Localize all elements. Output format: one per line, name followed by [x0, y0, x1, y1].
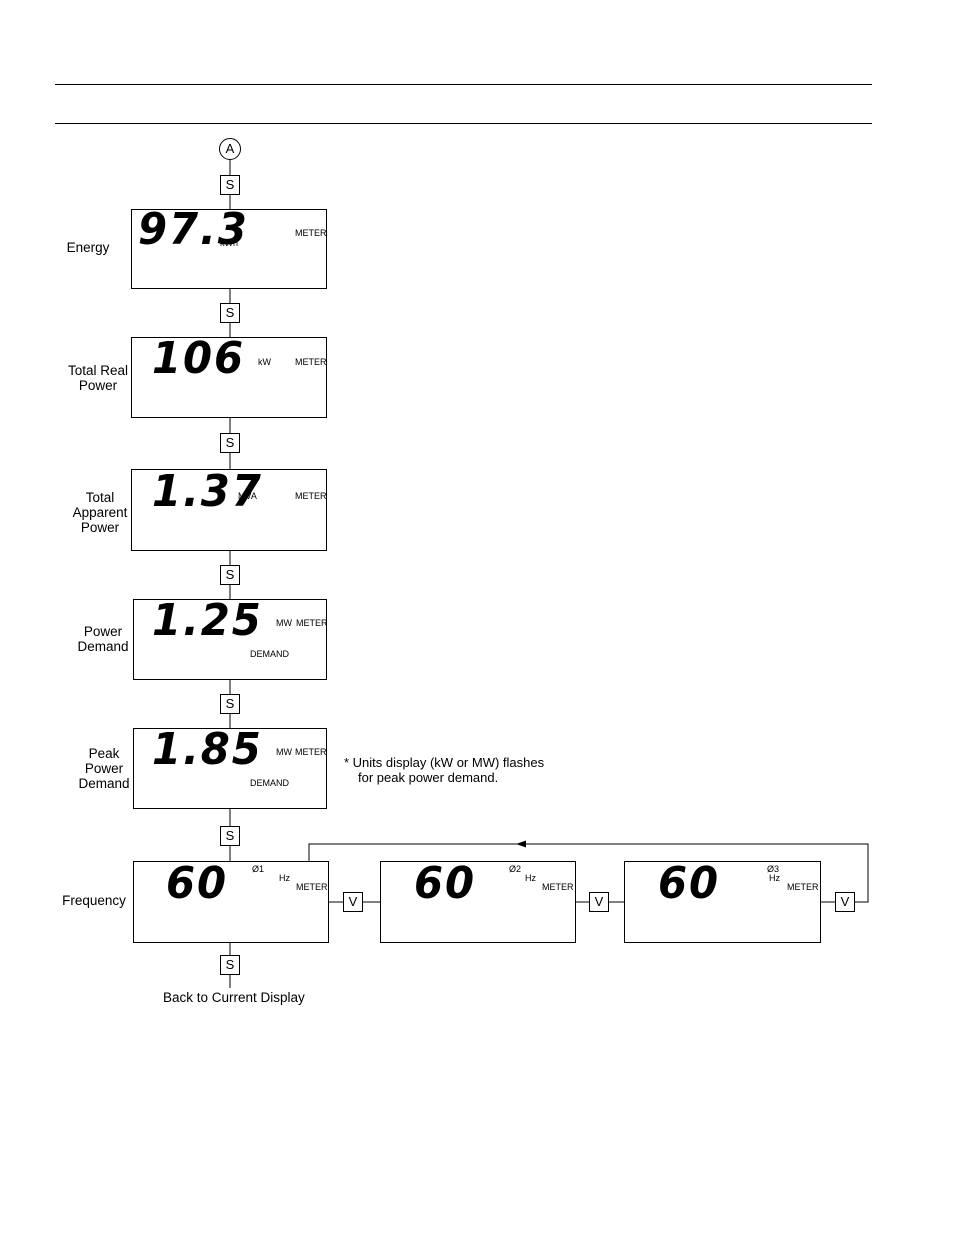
back-to-current-display: Back to Current Display: [163, 990, 305, 1005]
peak-demand-mode: METER: [295, 747, 327, 757]
lcd-total-apparent-power: 1.37 MVA METER: [131, 469, 327, 551]
lcd-frequency-phase-3: 60 Ø3 Hz METER: [624, 861, 821, 943]
label-frequency: Frequency: [62, 893, 126, 908]
s-key: S: [220, 826, 240, 846]
power-demand-mode: METER: [296, 618, 328, 628]
s-key: S: [220, 303, 240, 323]
header-rule-top: [55, 84, 872, 85]
s-key: S: [220, 433, 240, 453]
peak-demand-digits: 1.85: [152, 724, 263, 775]
label-total-apparent-power: Total Apparent Power: [60, 490, 140, 535]
frequency-1-phase: Ø1: [252, 864, 265, 874]
label-power-demand-text: Power Demand: [77, 624, 129, 654]
apparent-power-mode: METER: [295, 491, 327, 501]
frequency-2-phase: Ø2: [509, 864, 522, 874]
frequency-3-unit: Hz: [769, 873, 780, 883]
v-key: V: [343, 892, 363, 912]
lcd-power-demand: 1.25 MW METER DEMAND: [133, 595, 328, 680]
energy-digits: 97.3: [138, 204, 249, 255]
real-power-mode: METER: [295, 357, 327, 367]
frequency-1-digits: 60: [166, 858, 228, 909]
note-line-2: for peak power demand.: [358, 770, 499, 785]
power-demand-digits: 1.25: [152, 595, 263, 646]
apparent-power-digits: 1.37: [152, 466, 263, 517]
frequency-3-phase: Ø3: [767, 864, 780, 874]
s-key: S: [220, 955, 240, 975]
label-total-apparent-power-text: Total Apparent Power: [72, 490, 128, 535]
power-demand-unit: MW: [276, 618, 292, 628]
note-line-1: * Units display (kW or MW) flashes: [344, 755, 545, 770]
energy-unit: kWh: [220, 238, 238, 248]
label-total-real-power-text: Total Real Power: [67, 363, 129, 393]
label-total-real-power: Total Real Power: [58, 363, 138, 393]
frequency-3-digits: 60: [658, 858, 720, 909]
lcd-frequency-phase-2: 60 Ø2 Hz METER: [380, 861, 576, 943]
apparent-power-unit: MVA: [238, 491, 257, 501]
lcd-total-real-power: 106 kW METER: [131, 337, 327, 418]
header-rule-bottom: [55, 123, 872, 124]
label-peak-power-demand-text: Peak Power Demand: [78, 746, 130, 791]
frequency-2-unit: Hz: [525, 873, 536, 883]
real-power-unit: kW: [258, 357, 271, 367]
peak-demand-sub: DEMAND: [250, 778, 290, 788]
frequency-2-digits: 60: [414, 858, 476, 909]
energy-mode: METER: [295, 228, 327, 238]
v-key: V: [835, 892, 855, 912]
s-key: S: [220, 694, 240, 714]
v-key: V: [589, 892, 609, 912]
frequency-2-mode: METER: [542, 882, 574, 892]
frequency-3-mode: METER: [787, 882, 819, 892]
s-key: S: [220, 175, 240, 195]
peak-demand-unit: MW: [276, 747, 292, 757]
frequency-1-mode: METER: [296, 882, 328, 892]
label-peak-power-demand: Peak Power Demand: [64, 746, 144, 791]
loop-arrow-head: [516, 840, 526, 848]
lcd-energy: 97.3 kWh METER: [131, 204, 327, 289]
s-key: S: [220, 565, 240, 585]
power-demand-sub: DEMAND: [250, 649, 290, 659]
label-power-demand: Power Demand: [63, 624, 143, 654]
frequency-1-unit: Hz: [279, 873, 290, 883]
lcd-peak-power-demand: 1.85 MW METER DEMAND: [133, 728, 327, 809]
lcd-frequency-phase-1: 60 Ø1 Hz METER: [133, 861, 329, 943]
connector-a: A: [219, 138, 241, 160]
line-loop-back: [308, 843, 869, 903]
real-power-digits: 106: [152, 333, 245, 384]
label-energy: Energy: [66, 240, 110, 255]
